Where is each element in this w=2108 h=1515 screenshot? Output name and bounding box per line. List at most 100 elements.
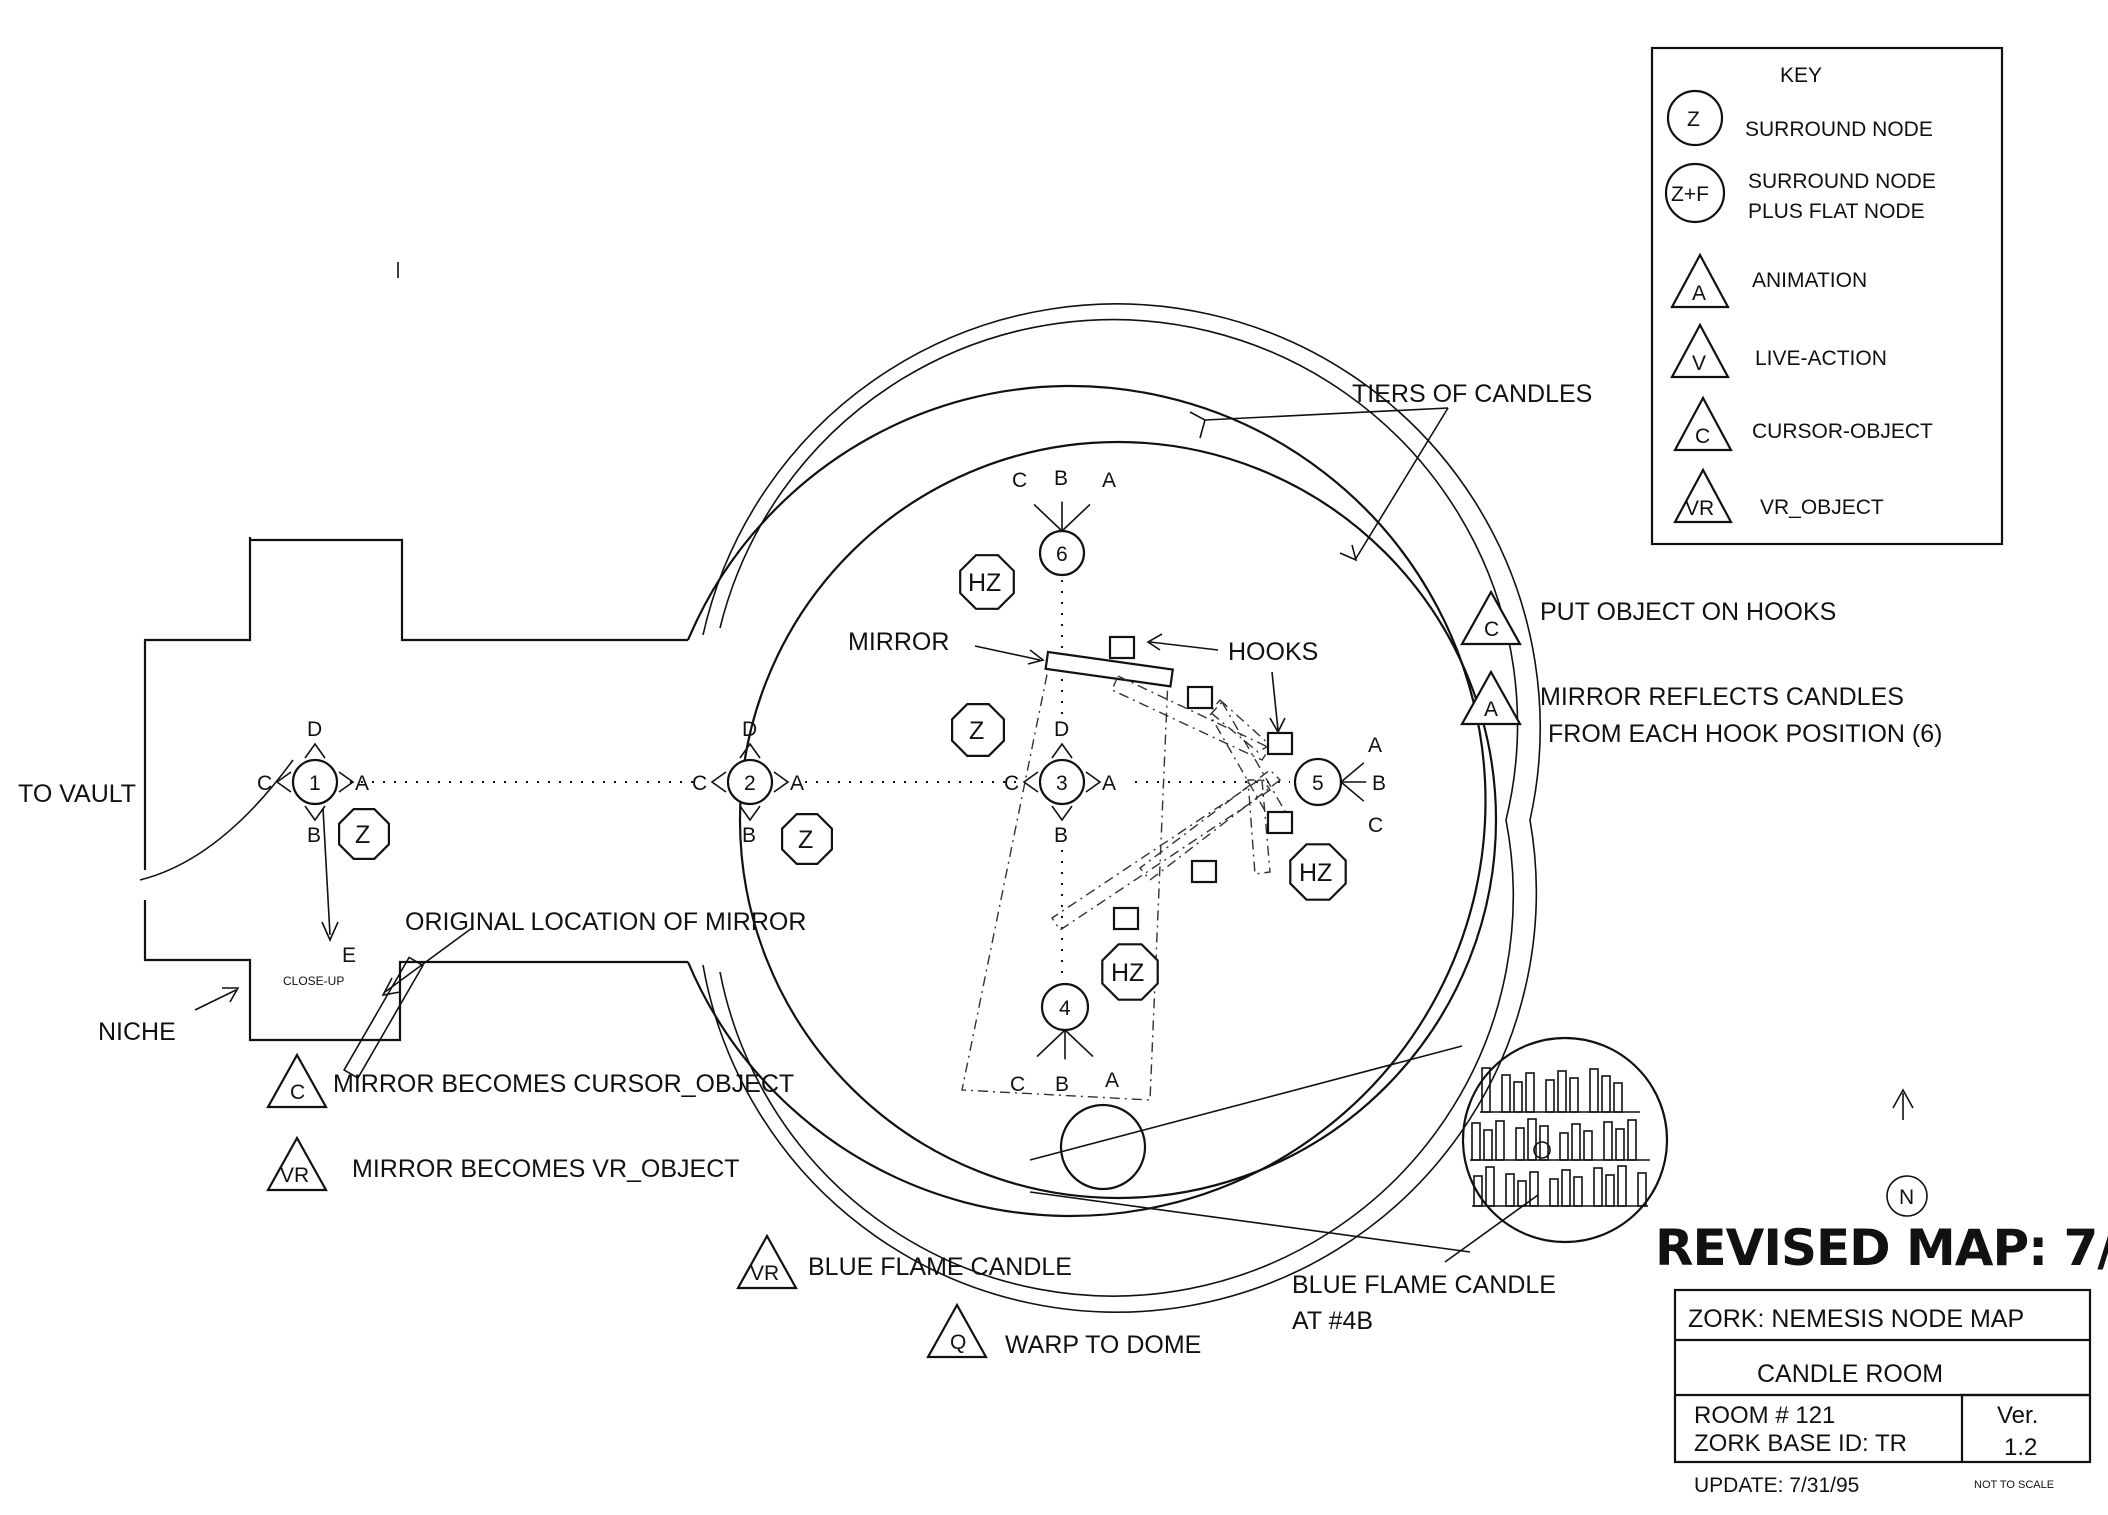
tiers-label: TIERS OF CANDLES: [1352, 380, 1592, 408]
direction-label: B: [742, 824, 756, 847]
direction-label: B: [1055, 1073, 1069, 1096]
note-text: FROM EACH HOOK POSITION (6): [1548, 720, 1942, 748]
mirror-bar: [1044, 650, 1175, 688]
node-number: 1: [309, 772, 321, 795]
triangle-c-icon: [1460, 589, 1522, 646]
direction-label: A: [1368, 734, 1382, 757]
mirror-beam: [961, 650, 1291, 1101]
key-title: KEY: [1780, 64, 1822, 87]
note-text: WARP TO DOME: [1005, 1331, 1201, 1359]
blue-candle-label-2: AT #4B: [1292, 1307, 1373, 1335]
note-symbol: C: [1484, 618, 1499, 641]
octagon-label: HZ: [968, 569, 1001, 597]
node-number: 5: [1312, 772, 1324, 795]
direction-label: B: [1054, 824, 1068, 847]
candle-room-circle: [686, 303, 1541, 1314]
triangle-q-icon: [926, 1302, 988, 1359]
key-triangle-icon: [1673, 467, 1733, 524]
note-text: MIRROR BECOMES VR_OBJECT: [352, 1155, 740, 1183]
key-triangle-icon: [1670, 322, 1730, 379]
key-surround-node-icon: [1664, 162, 1726, 224]
key-label: SURROUND NODE: [1745, 118, 1933, 141]
key-label: PLUS FLAT NODE: [1748, 200, 1925, 223]
note-7: Q WARP TO DOME: [926, 1302, 1201, 1359]
key-triangle-icon: [1673, 395, 1733, 452]
direction-label: A: [1102, 469, 1116, 492]
octagon-hz-icon: HZ: [1101, 943, 1159, 1001]
north-arrow-icon: [1886, 1175, 1928, 1217]
octagon-label: HZ: [1111, 959, 1144, 987]
direction-label: D: [742, 718, 757, 741]
node-circle: [726, 758, 774, 806]
candle-closeup: [1059, 1036, 1669, 1244]
octagon-z-icon: Z: [780, 812, 834, 866]
direction-label: C: [1012, 469, 1027, 492]
note-symbol: A: [1484, 698, 1498, 721]
direction-label: E: [342, 944, 356, 967]
direction-label: C: [1004, 772, 1019, 795]
direction-label: A: [1102, 772, 1116, 795]
niche-label: NICHE: [98, 1018, 176, 1046]
key-item: Z+F SURROUND NODE PLUS FLAT NODE: [1664, 162, 1936, 224]
octagon-label: HZ: [1299, 859, 1332, 887]
note-symbol: C: [290, 1081, 305, 1104]
key-symbol: VR: [1685, 497, 1714, 520]
project-name: ZORK: NEMESIS NODE MAP: [1688, 1305, 2024, 1333]
node-circle: [291, 758, 339, 806]
room-number: ROOM # 121: [1694, 1402, 1835, 1429]
note-text: MIRROR REFLECTS CANDLES: [1540, 683, 1904, 711]
hooks: [1108, 635, 1294, 931]
direction-label: C: [257, 772, 272, 795]
key-symbol: C: [1695, 425, 1710, 448]
not-to-scale: NOT TO SCALE: [1974, 1479, 2054, 1491]
direction-label: B: [1372, 772, 1386, 795]
triangle-c-icon: [266, 1052, 328, 1109]
direction-label: D: [307, 718, 322, 741]
key-symbol: Z: [1687, 108, 1700, 131]
direction-label: D: [1054, 718, 1069, 741]
version-value: 1.2: [2004, 1434, 2037, 1461]
key-label: SURROUND NODE: [1748, 170, 1936, 193]
key-label: CURSOR-OBJECT: [1752, 420, 1933, 443]
leader-lines: [194, 407, 1914, 1263]
node-number: 4: [1059, 997, 1071, 1020]
direction-label: C: [692, 772, 707, 795]
triangle-vr-icon: [266, 1135, 328, 1192]
room-outline: [139, 262, 688, 1042]
node-circle: [1038, 758, 1086, 806]
key-symbol: Z+F: [1671, 183, 1709, 206]
version-label: Ver.: [1997, 1402, 2038, 1429]
triangle-vr-icon: [736, 1233, 798, 1290]
key-item: C CURSOR-OBJECT: [1673, 395, 1933, 452]
to-vault-label: TO VAULT: [18, 780, 136, 808]
original-mirror: [342, 956, 425, 1080]
original-mirror-label: ORIGINAL LOCATION OF MIRROR: [405, 908, 806, 936]
key-symbol: V: [1692, 352, 1706, 375]
room-name: CANDLE ROOM: [1757, 1360, 1943, 1388]
direction-label: C: [1010, 1073, 1025, 1096]
key-item: Z SURROUND NODE: [1666, 89, 1933, 147]
update-date: UPDATE: 7/31/95: [1694, 1474, 1859, 1497]
revised-map-title: REVISED MAP: 7/31/95: [1655, 1219, 2108, 1277]
note-symbol: Q: [950, 1331, 966, 1354]
legend-key: KEY Z SURROUND NODE Z+F SURROUND NODE PLUS F…: [1650, 46, 2004, 546]
key-symbol: A: [1692, 282, 1706, 305]
hooks-label: HOOKS: [1228, 638, 1318, 666]
base-id: ZORK BASE ID: TR: [1694, 1430, 1907, 1457]
octagon-label: Z: [355, 821, 370, 849]
close-up-label: CLOSE-UP: [283, 974, 344, 988]
node-number: 2: [744, 772, 756, 795]
direction-label: B: [1054, 467, 1068, 490]
